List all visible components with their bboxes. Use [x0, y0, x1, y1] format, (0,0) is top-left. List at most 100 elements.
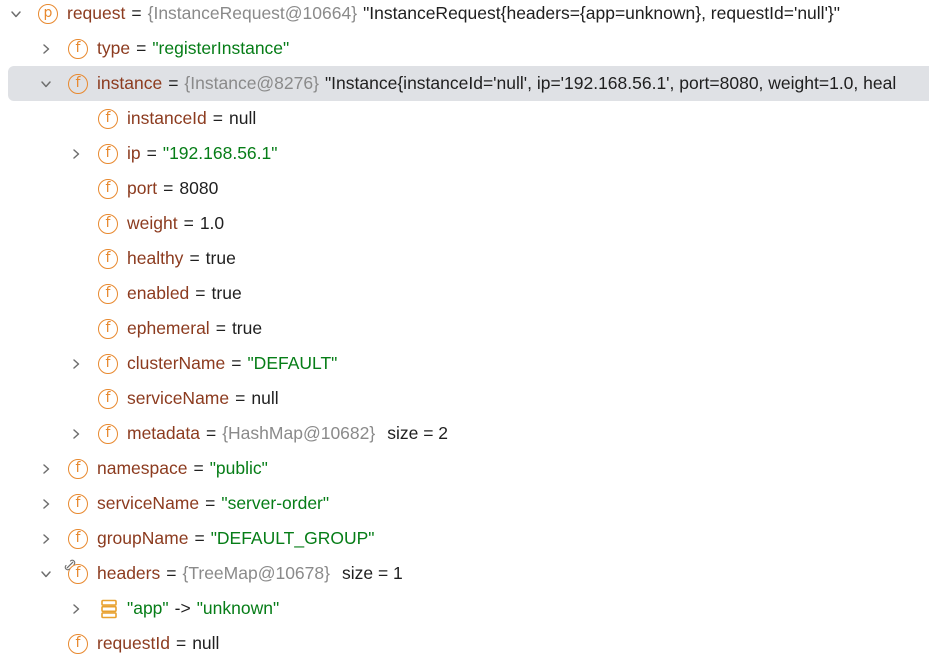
field-icon: f [98, 353, 118, 374]
tree-row-ephemeral[interactable]: f ephemeral = true [0, 311, 929, 346]
map-arrow: -> [174, 598, 191, 618]
equals-sign: = [195, 283, 206, 303]
variable-name: healthy [127, 248, 184, 268]
tree-row-healthy[interactable]: f healthy = true [0, 241, 929, 276]
link-icon [64, 559, 76, 570]
field-icon: f [68, 528, 88, 549]
map-key: "app" [127, 598, 169, 618]
equals-sign: = [212, 108, 224, 128]
tree-row-metadata[interactable]: f metadata = {HashMap@10682} size = 2 [0, 416, 929, 451]
variable-name: requestId [97, 633, 170, 653]
variable-value: true [211, 283, 242, 303]
variable-name: headers [97, 563, 161, 583]
variable-value: null [192, 633, 220, 653]
variable-name: ip [127, 143, 141, 163]
tree-row-groupName[interactable]: f groupName = "DEFAULT_GROUP" [0, 521, 929, 556]
equals-sign: = [205, 423, 217, 443]
variable-name: port [127, 178, 158, 198]
variable-name: type [97, 38, 131, 58]
field-icon: f [98, 388, 118, 409]
equals-sign: = [205, 493, 216, 513]
tree-row-enabled[interactable]: f enabled = true [0, 276, 929, 311]
variable-name: ephemeral [127, 318, 210, 338]
equals-sign: = [194, 528, 205, 548]
parameter-icon: p [38, 3, 58, 24]
variable-value: true [231, 318, 263, 338]
object-reference: {HashMap@10682} [222, 423, 376, 443]
tree-row-port[interactable]: f port = 8080 [0, 171, 929, 206]
field-icon: f [98, 143, 118, 164]
tree-row-ip[interactable]: f ip = "192.168.56.1" [0, 136, 929, 171]
variable-name: metadata [127, 423, 200, 443]
tree-row-request[interactable]: p request = {InstanceRequest@10664} "Ins… [0, 0, 929, 31]
field-icon: f [68, 458, 88, 479]
tree-row-instanceId[interactable]: f instanceId = null [0, 101, 929, 136]
equals-sign: = [131, 3, 142, 23]
field-icon: f [98, 178, 118, 199]
equals-sign: = [215, 318, 226, 338]
field-icon: f [98, 283, 118, 304]
variable-value: "registerInstance" [152, 38, 290, 58]
tree-row-namespace[interactable]: f namespace = "public" [0, 451, 929, 486]
variable-value: "InstanceRequest{headers={app=unknown}, … [363, 3, 840, 23]
variable-name: enabled [127, 283, 190, 303]
equals-sign: = [235, 388, 246, 408]
equals-sign: = [183, 213, 194, 233]
tree-row-serviceName[interactable]: f serviceName = "server-order" [0, 486, 929, 521]
variable-name: weight [127, 213, 178, 233]
tree-row-clusterName[interactable]: f clusterName = "DEFAULT" [0, 346, 929, 381]
chevron-down-icon[interactable] [8, 0, 24, 31]
variable-value: null [229, 108, 257, 128]
equals-sign: = [189, 248, 200, 268]
equals-sign: = [168, 73, 179, 93]
field-icon: f [68, 633, 88, 654]
field-icon: f [68, 73, 88, 94]
chevron-right-icon[interactable] [38, 31, 54, 66]
variable-name: serviceName [127, 388, 230, 408]
map-value: "unknown" [196, 598, 280, 618]
chevron-right-icon[interactable] [38, 521, 54, 556]
variable-value: size = 1 [341, 563, 403, 583]
chevron-right-icon[interactable] [38, 451, 54, 486]
tree-row-type[interactable]: f type = "registerInstance" [0, 31, 929, 66]
tree-row-instance[interactable]: f instance = {Instance@8276} "Instance{i… [8, 66, 929, 101]
equals-sign: = [231, 353, 242, 373]
field-icon: f [98, 213, 118, 234]
variable-value: "DEFAULT_GROUP" [210, 528, 375, 548]
chevron-right-icon[interactable] [68, 591, 84, 626]
equals-sign: = [175, 633, 187, 653]
chevron-right-icon[interactable] [68, 416, 84, 451]
tree-row-requestId[interactable]: f requestId = null [0, 626, 929, 661]
map-entry-icon [101, 599, 117, 618]
equals-sign: = [146, 143, 157, 163]
equals-sign: = [166, 563, 177, 583]
chevron-down-icon[interactable] [38, 66, 54, 101]
variable-value: null [251, 388, 279, 408]
equals-sign: = [163, 178, 174, 198]
variable-name: namespace [97, 458, 188, 478]
variable-value: "server-order" [221, 493, 330, 513]
variable-name: serviceName [97, 493, 200, 513]
chevron-down-icon[interactable] [38, 556, 54, 591]
field-icon: f [98, 248, 118, 269]
equals-sign: = [193, 458, 204, 478]
tree-row-weight[interactable]: f weight = 1.0 [0, 206, 929, 241]
variable-name: clusterName [127, 353, 226, 373]
object-reference: {TreeMap@10678} [182, 563, 330, 583]
variable-value: true [205, 248, 236, 268]
tree-row-headers[interactable]: f headers = {TreeMap@10678} size = 1 [0, 556, 929, 591]
field-icon: f [64, 559, 88, 584]
field-icon: f [98, 108, 118, 129]
field-icon: f [68, 493, 88, 514]
chevron-right-icon[interactable] [38, 486, 54, 521]
chevron-right-icon[interactable] [68, 346, 84, 381]
object-reference: {InstanceRequest@10664} [147, 3, 358, 23]
variable-value: "192.168.56.1" [162, 143, 278, 163]
chevron-right-icon[interactable] [68, 136, 84, 171]
tree-row-instance-serviceName[interactable]: f serviceName = null [0, 381, 929, 416]
variable-value: size = 2 [387, 423, 449, 443]
object-reference: {Instance@8276} [184, 73, 319, 93]
tree-row-map-entry[interactable]: "app" -> "unknown" [0, 591, 929, 626]
field-icon: f [98, 423, 118, 444]
